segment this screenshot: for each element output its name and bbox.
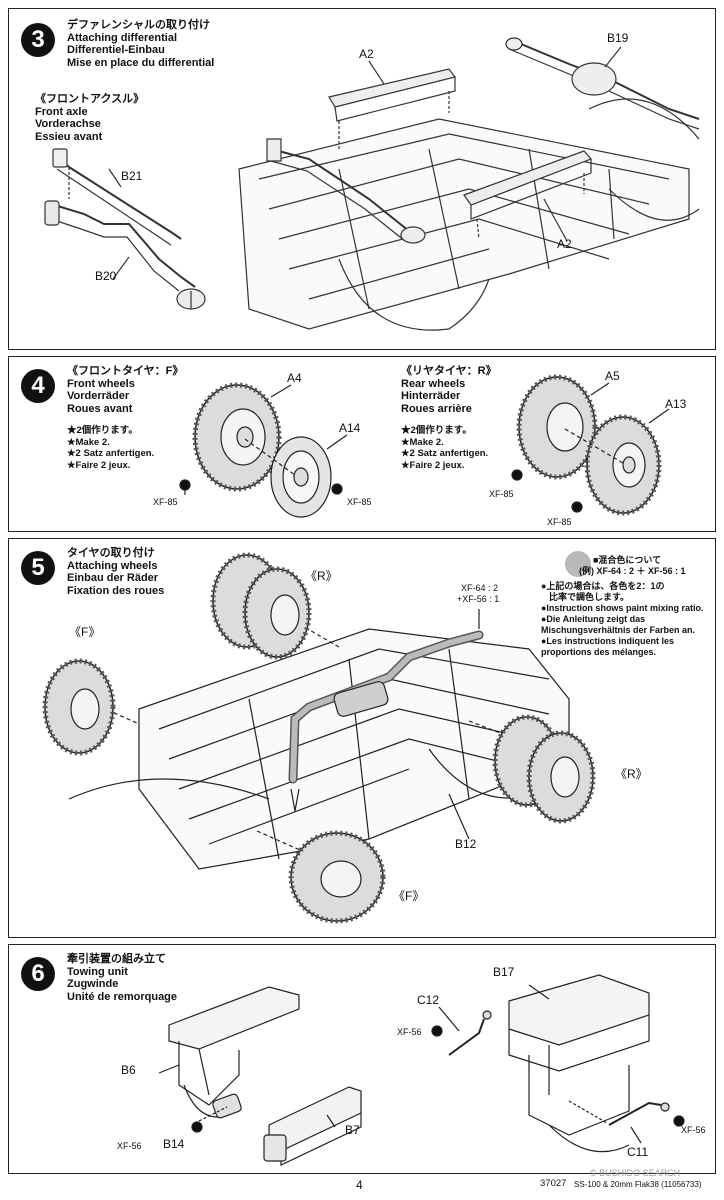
- step-5-title-en: Attaching wheels: [67, 559, 158, 572]
- rear-note-en: ★Make 2.: [401, 436, 444, 448]
- paint-mix-swatch: [565, 551, 591, 577]
- footer-watermark: © BUSHIDO SEARCH: [590, 1168, 681, 1178]
- paint-mix-explanation: ■混合色について (例) XF-64 : 2 ＋ XF-56 : 1 ●上記の場…: [541, 555, 709, 658]
- step-3-title-en: Attaching differential: [67, 31, 178, 44]
- step-3-number: 3: [21, 23, 55, 57]
- paint-xf85-front-a: XF-85: [153, 497, 178, 507]
- front-axle-sub-en: Front axle: [35, 105, 88, 118]
- part-label-c12: C12: [417, 993, 440, 1007]
- step-3-illustration: [9, 9, 715, 349]
- step-5-title-fr: Fixation des roues: [67, 584, 165, 597]
- tag-r-right: 《R》: [615, 767, 648, 781]
- step-3-title-fr: Mise en place du differential: [67, 56, 215, 69]
- part-label-a2-bottom: A2: [557, 237, 572, 251]
- part-label-a4: A4: [287, 371, 302, 385]
- tag-f-bottom: 《F》: [393, 889, 425, 903]
- rear-wheels-title: 《リヤタイヤ：R》 Rear wheels Hinterräder Roues …: [401, 365, 497, 415]
- step-6-number: 6: [21, 957, 55, 991]
- part-label-b12: B12: [455, 837, 477, 851]
- part-label-b21: B21: [121, 169, 143, 183]
- step-5-illustration: [9, 539, 715, 937]
- front-wheels-fr: Roues avant: [67, 402, 133, 415]
- rear-note-de: ★2 Satz anfertigen.: [401, 448, 489, 459]
- step-3-title-ja: デファレンシャルの取り付け: [67, 19, 210, 31]
- paint-mix-ja-1: ●上記の場合は、各色を2：1の: [541, 581, 665, 591]
- step-6-title-de: Zugwinde: [67, 978, 119, 990]
- part-label-b6: B6: [121, 1063, 136, 1077]
- step-6-illustration: [9, 945, 715, 1173]
- part-label-b17: B17: [493, 965, 515, 979]
- paint-xf85-rear-a: XF-85: [489, 489, 514, 499]
- step-6-title: 牽引装置の組み立て Towing unit Zugwinde Unité de …: [67, 953, 177, 1003]
- paint-xf85-rear-b: XF-85: [547, 517, 572, 527]
- rear-note-ja: ★2個作ります。: [401, 425, 472, 436]
- front-axle-subtitle: 《フロントアクスル》 Front axle Vorderachse Essieu…: [35, 93, 144, 143]
- front-axle-sub-ja: 《フロントアクスル》: [35, 93, 145, 105]
- paint-mix-line-1: XF-64 : 2: [461, 583, 499, 593]
- page-number: 4: [356, 1178, 363, 1192]
- front-note-fr: ★Faire 2 jeux.: [67, 459, 131, 471]
- step-5-panel: 5 タイヤの取り付け Attaching wheels Einbau der R…: [8, 538, 716, 938]
- paint-mix-head-1: ■混合色について: [593, 555, 662, 565]
- step-6-title-en: Towing unit: [67, 965, 128, 978]
- step-5-title-de: Einbau der Räder: [67, 572, 159, 584]
- front-wheels-title: 《フロントタイヤ：F》 Front wheels Vorderräder Rou…: [67, 365, 183, 415]
- step-6-title-fr: Unité de remorquage: [67, 990, 178, 1003]
- footer-model-name: SS-100 & 20mm Flak38 (11056733): [574, 1180, 702, 1189]
- paint-xf56-c11: XF-56: [681, 1125, 706, 1135]
- front-wheels-ja: 《フロントタイヤ：F》: [67, 365, 184, 377]
- tag-f-left: 《F》: [69, 625, 101, 639]
- rear-wheels-en: Rear wheels: [401, 377, 466, 390]
- paint-mix-fr: ●Les instructions indiquent les proporti…: [541, 636, 674, 657]
- paint-xf85-front-b: XF-85: [347, 497, 372, 507]
- front-axle-sub-de: Vorderachse: [35, 118, 101, 130]
- footer-product-code: 37027: [540, 1178, 567, 1189]
- part-label-b19: B19: [607, 31, 629, 45]
- step-6-panel: 6 牽引装置の組み立て Towing unit Zugwinde Unité d…: [8, 944, 716, 1174]
- step-3-panel: 3 デファレンシャルの取り付け Attaching differential D…: [8, 8, 716, 350]
- front-wheels-en: Front wheels: [67, 377, 135, 390]
- paint-mix-line-2: +XF-56 : 1: [457, 594, 500, 604]
- step-5-title: タイヤの取り付け Attaching wheels Einbau der Räd…: [67, 547, 164, 597]
- part-label-a13: A13: [665, 397, 687, 411]
- paint-xf56-winch: XF-56: [117, 1141, 142, 1151]
- step-3-title: デファレンシャルの取り付け Attaching differential Dif…: [67, 19, 214, 69]
- paint-xf56-c12: XF-56: [397, 1027, 422, 1037]
- part-label-b14: B14: [163, 1137, 185, 1151]
- paint-mix-de: ●Die Anleitung zeigt das Mischungsverhäl…: [541, 614, 696, 635]
- part-label-a2-top: A2: [359, 47, 374, 61]
- paint-mix-head-2: (例) XF-64 : 2 ＋ XF-56 : 1: [579, 566, 686, 576]
- part-label-a14: A14: [339, 421, 361, 435]
- rear-wheels-fr: Roues arrière: [401, 402, 472, 415]
- paint-mix-en: ●Instruction shows paint mixing ratio.: [541, 603, 704, 613]
- rear-note-fr: ★Faire 2 jeux.: [401, 459, 465, 471]
- step-4-illustration: [9, 357, 715, 531]
- paint-mix-ja-2: 比率で調色します。: [549, 592, 630, 602]
- front-note-de: ★2 Satz anfertigen.: [67, 448, 155, 459]
- rear-wheels-ja: 《リヤタイヤ：R》: [401, 365, 497, 377]
- rear-wheels-de: Hinterräder: [401, 390, 461, 402]
- part-label-b20: B20: [95, 269, 117, 283]
- part-label-b7: B7: [345, 1123, 360, 1137]
- part-label-c11: C11: [627, 1145, 649, 1159]
- front-wheels-de: Vorderräder: [67, 390, 130, 402]
- tag-r-top: 《R》: [305, 569, 338, 583]
- step-5-title-ja: タイヤの取り付け: [67, 547, 155, 559]
- step-4-number: 4: [21, 369, 55, 403]
- step-5-number: 5: [21, 551, 55, 585]
- front-axle-sub-fr: Essieu avant: [35, 130, 103, 143]
- rear-wheels-note: ★2個作ります。 ★Make 2. ★2 Satz anfertigen. ★F…: [401, 425, 488, 471]
- front-wheels-note: ★2個作ります。 ★Make 2. ★2 Satz anfertigen. ★F…: [67, 425, 154, 471]
- front-note-ja: ★2個作ります。: [67, 425, 138, 436]
- step-4-panel: 4 《フロントタイヤ：F》 Front wheels Vorderräder R…: [8, 356, 716, 532]
- step-3-title-de: Differentiel-Einbau: [67, 44, 165, 56]
- front-note-en: ★Make 2.: [67, 436, 110, 448]
- step-6-title-ja: 牽引装置の組み立て: [67, 953, 166, 965]
- part-label-a5: A5: [605, 369, 620, 383]
